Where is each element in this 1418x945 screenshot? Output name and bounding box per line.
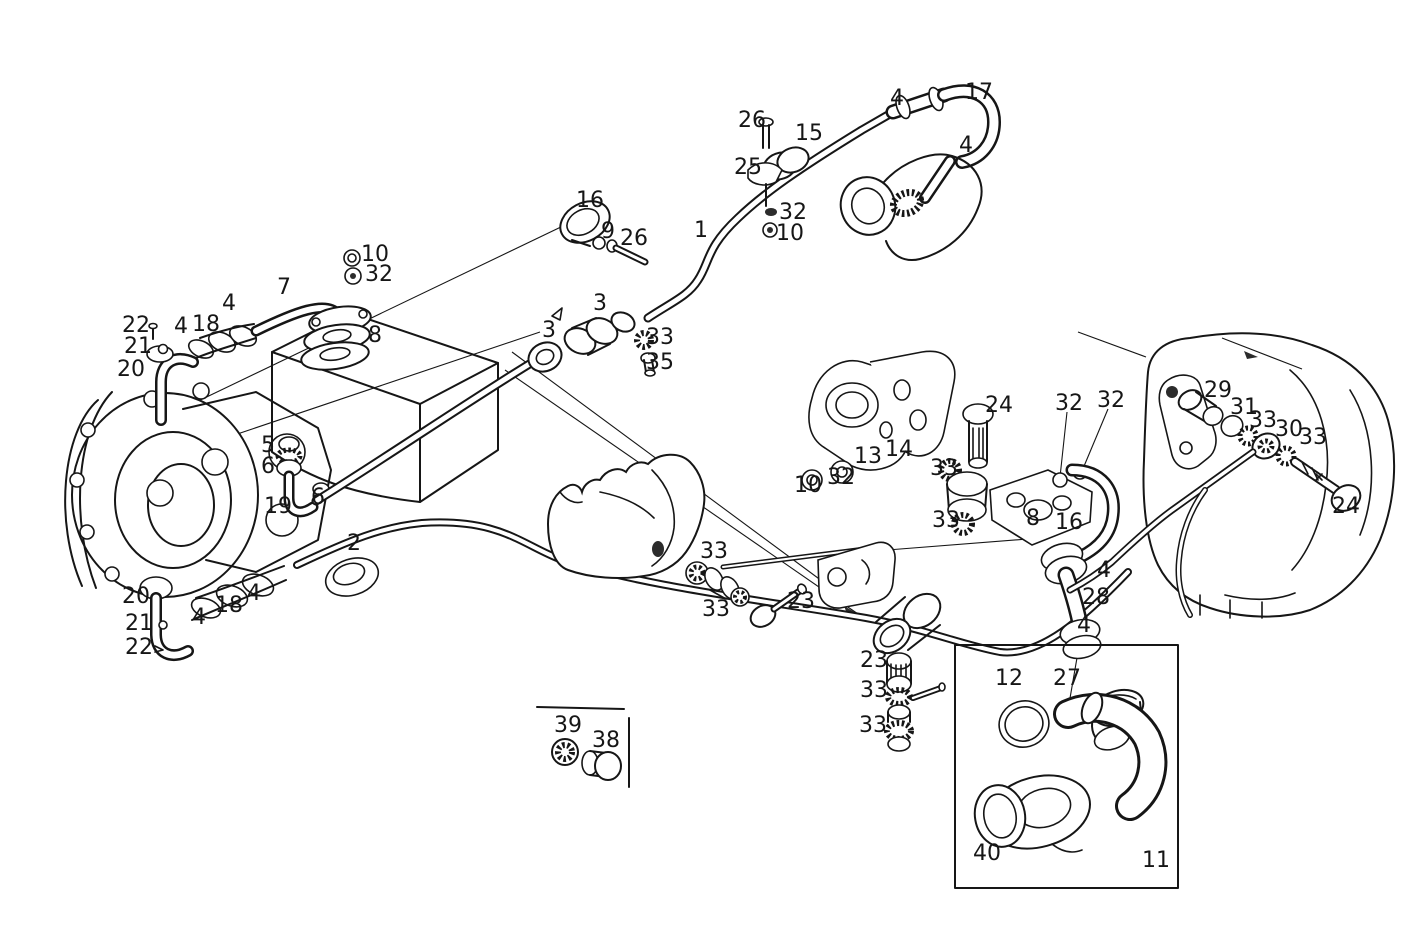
oil-tank: [271, 249, 499, 518]
oil-feed-pipe: [311, 84, 1001, 506]
engine-block: [1066, 332, 1396, 619]
lower-hose-assembly: [139, 565, 287, 661]
inset-box-11: [954, 644, 1179, 889]
exhaust-elbow: [546, 453, 706, 579]
leader-lines: [141, 213, 1303, 705]
stud-washers-bolt: [685, 546, 868, 628]
drain-pipe: [293, 518, 1132, 657]
upper-hose-assembly: [146, 302, 344, 426]
turbocharger: [64, 371, 380, 598]
inset-box-38-39: [536, 706, 630, 788]
adapter-flange-assembly: [801, 350, 1120, 660]
support-bracket-sleeve: [817, 541, 946, 752]
